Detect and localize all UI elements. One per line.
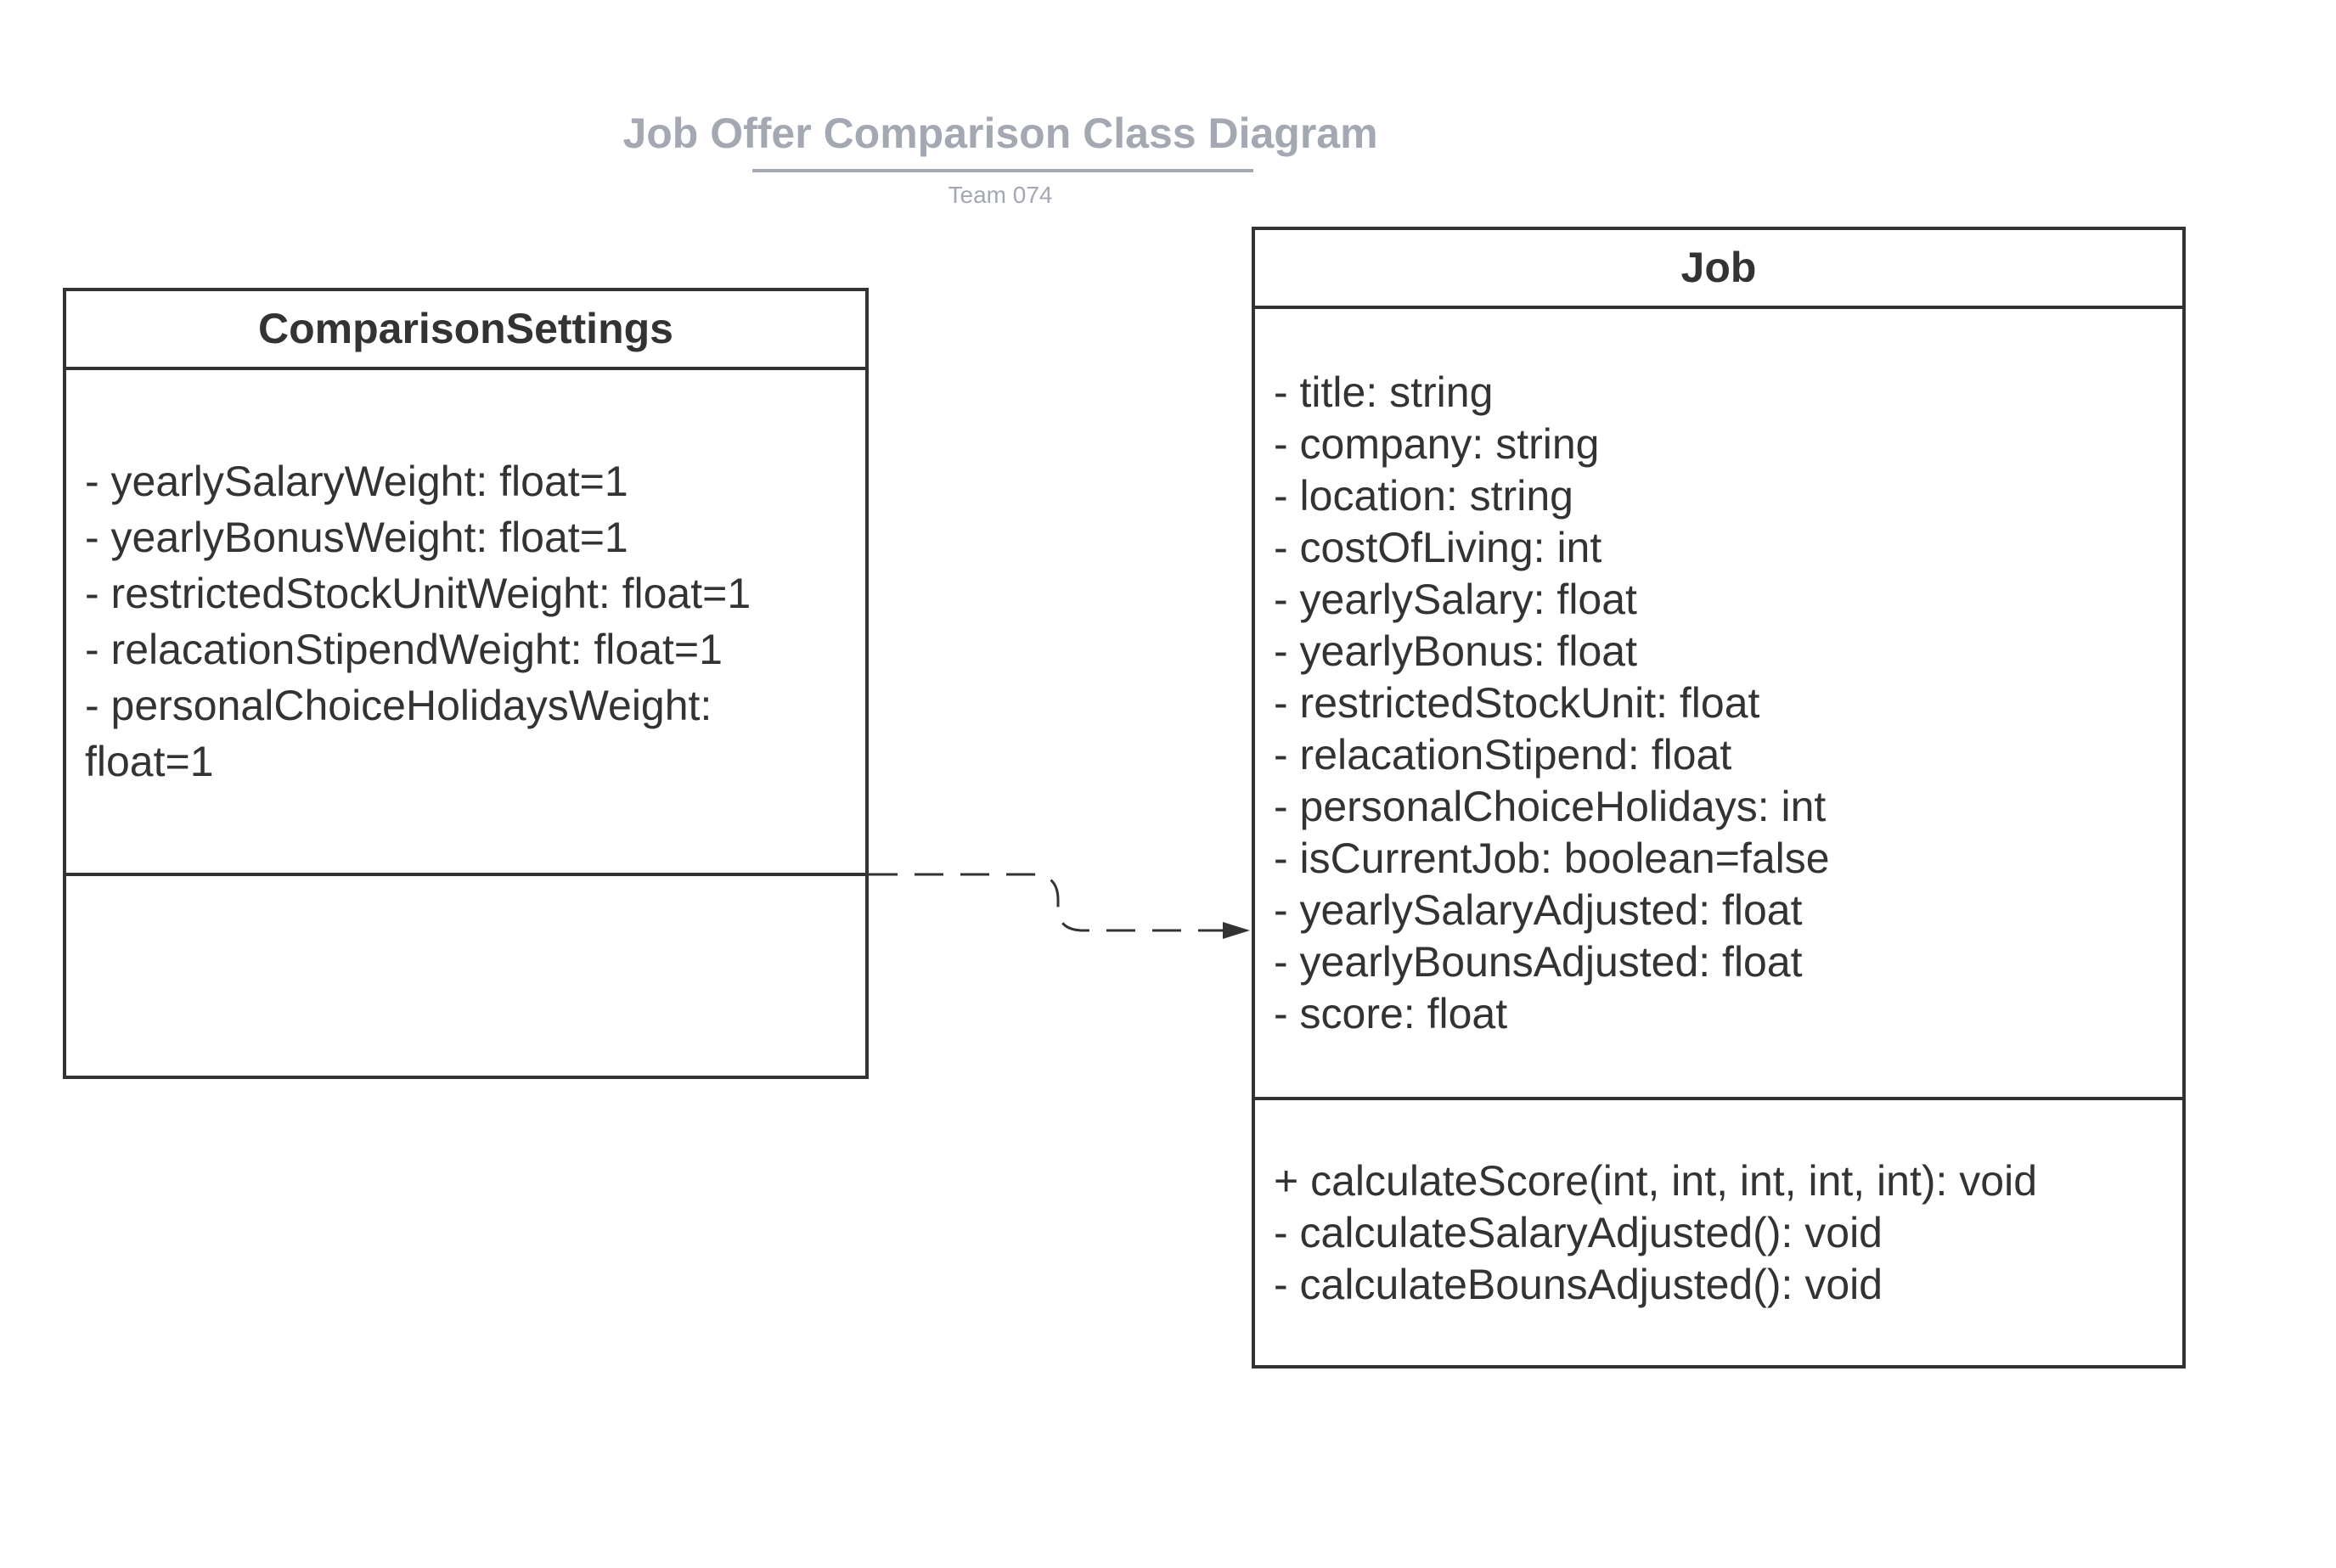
methods-section bbox=[66, 876, 865, 1076]
attribute: - yearlyBonus: float bbox=[1274, 627, 1637, 675]
method: - calculateSalaryAdjusted(): void bbox=[1274, 1208, 1883, 1256]
attribute: - personalChoiceHolidaysWeight: float=1 bbox=[85, 682, 724, 785]
diagram-title: Job Offer Comparison Class Diagram bbox=[622, 110, 1378, 157]
attribute: - location: string bbox=[1274, 471, 1573, 520]
attribute: - relacationStipend: float bbox=[1274, 730, 1732, 778]
class-name: ComparisonSettings bbox=[66, 291, 865, 370]
attributes-section: - yearlySalaryWeight: float=1 - yearlyBo… bbox=[66, 370, 865, 876]
attribute: - costOfLiving: int bbox=[1274, 523, 1602, 571]
arrowhead-icon bbox=[1223, 922, 1250, 939]
attribute: - personalChoiceHolidays: int bbox=[1274, 782, 1827, 830]
attribute: - score: float bbox=[1274, 989, 1508, 1037]
method: + calculateScore(int, int, int, int, int… bbox=[1274, 1156, 2038, 1205]
title-underline bbox=[752, 169, 1253, 172]
method: - calculateBounsAdjusted(): void bbox=[1274, 1260, 1883, 1308]
dependency-line[interactable] bbox=[869, 873, 1223, 932]
attribute: - isCurrentJob: boolean=false bbox=[1274, 834, 1830, 882]
attribute: - yearlyBounsAdjusted: float bbox=[1274, 937, 1803, 986]
attribute: - yearlySalaryWeight: float=1 bbox=[85, 458, 628, 505]
methods-section: + calculateScore(int, int, int, int, int… bbox=[1255, 1100, 2182, 1365]
diagram-subtitle: Team 074 bbox=[948, 182, 1053, 208]
class-job[interactable]: Job - title: string - company: string - … bbox=[1252, 227, 2186, 1368]
attribute: - company: string bbox=[1274, 419, 1600, 468]
attribute: - relacationStipendWeight: float=1 bbox=[85, 626, 723, 673]
class-comparison-settings[interactable]: ComparisonSettings - yearlySalaryWeight:… bbox=[63, 288, 869, 1079]
attributes-section: - title: string - company: string - loca… bbox=[1255, 309, 2182, 1100]
attribute: - yearlyBonusWeight: float=1 bbox=[85, 514, 628, 561]
attribute: - title: string bbox=[1274, 368, 1494, 416]
attribute: - yearlySalary: float bbox=[1274, 575, 1637, 623]
attribute: - restrictedStockUnitWeight: float=1 bbox=[85, 570, 751, 617]
class-name: Job bbox=[1255, 230, 2182, 309]
attribute: - yearlySalaryAdjusted: float bbox=[1274, 885, 1803, 934]
attribute: - restrictedStockUnit: float bbox=[1274, 678, 1760, 727]
